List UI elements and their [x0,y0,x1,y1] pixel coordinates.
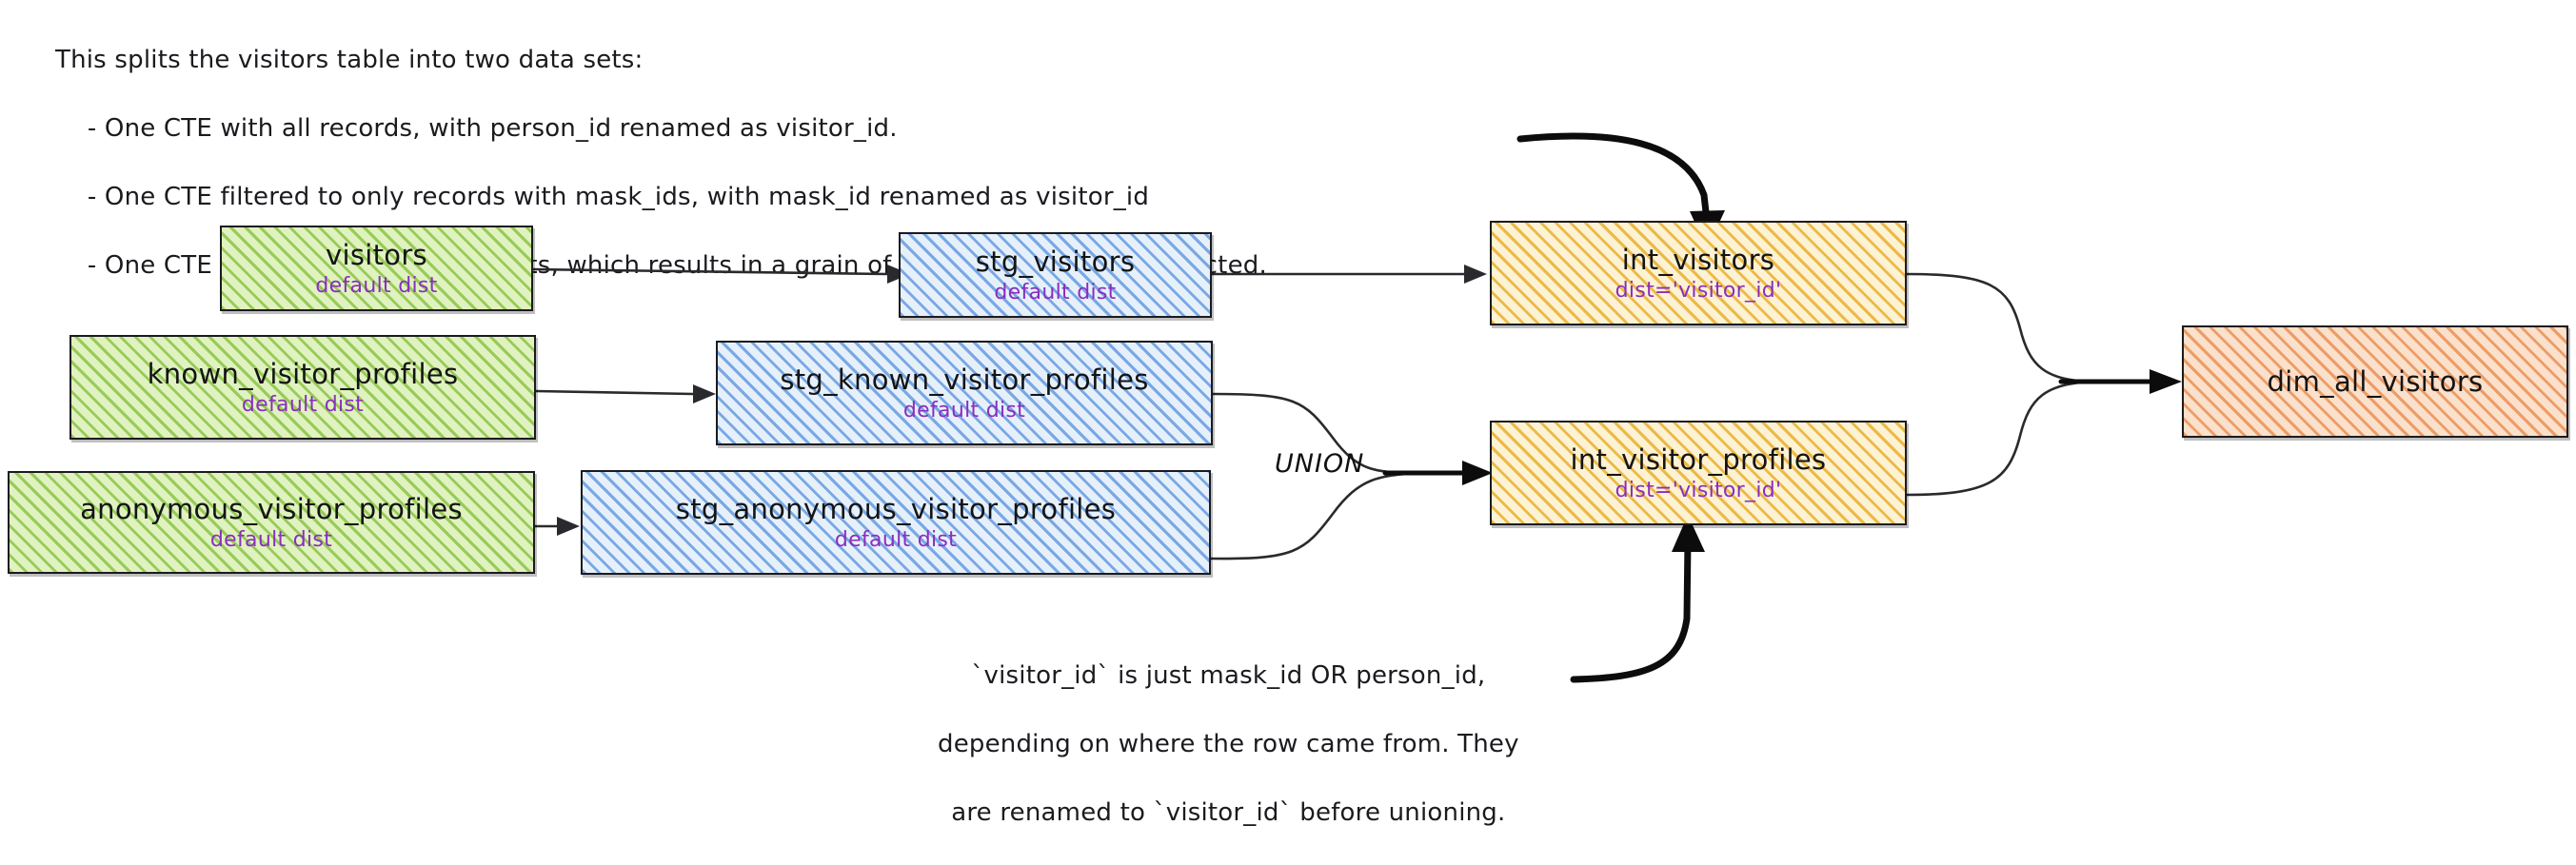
node-int-visitors-sub: dist='visitor_id' [1615,279,1782,303]
node-visitors[interactable]: visitors default dist [220,226,533,311]
node-anonymous-visitor-profiles-title: anonymous_visitor_profiles [80,493,463,525]
diagram-canvas: This splits the visitors table into two … [8,46,2568,827]
node-stg-known-visitor-profiles-title: stg_known_visitor_profiles [780,364,1149,396]
union-label: UNION [1275,449,1365,479]
arrowhead-dim-all-visitors [2150,369,2182,394]
callout-arrow-top [1516,132,1711,225]
node-stg-known-visitor-profiles-sub: default dist [902,399,1026,423]
node-known-visitor-profiles-title: known_visitor_profiles [147,358,459,390]
arrowhead-stg-known [693,384,716,403]
node-stg-visitors-sub: default dist [994,281,1117,305]
bottom-annotation-line-2: depending on where the row came from. Th… [938,730,1519,758]
top-annotation-line-2: - One CTE with all records, with person_… [55,114,898,143]
edge-stg-anonymous-to-union [1209,471,1420,560]
node-int-visitors-title: int_visitors [1621,244,1775,276]
node-anonymous-visitor-profiles[interactable]: anonymous_visitor_profiles default dist [8,471,535,574]
node-stg-visitors-title: stg_visitors [975,246,1136,278]
node-visitors-sub: default dist [315,274,438,298]
top-annotation-line-1: This splits the visitors table into two … [55,46,644,74]
edge-known-to-stg-known [534,389,695,396]
bottom-annotation-line-3: are renamed to `visitor_id` before union… [951,798,1506,827]
node-visitors-title: visitors [326,239,427,271]
arrowhead-int-visitor-profiles [1462,461,1493,485]
edge-int-visitors-to-dim [1905,272,2096,383]
node-int-visitors[interactable]: int_visitors dist='visitor_id' [1490,221,1907,325]
node-stg-anonymous-visitor-profiles[interactable]: stg_anonymous_visitor_profiles default d… [581,470,1211,575]
node-dim-all-visitors-title: dim_all_visitors [2267,365,2484,398]
arrowhead-stg-anonymous [557,517,580,536]
top-annotation-line-3: - One CTE filtered to only records with … [55,183,1150,211]
node-stg-anonymous-visitor-profiles-title: stg_anonymous_visitor_profiles [675,493,1117,525]
node-known-visitor-profiles[interactable]: known_visitor_profiles default dist [69,335,536,440]
node-stg-known-visitor-profiles[interactable]: stg_known_visitor_profiles default dist [716,341,1213,445]
node-int-visitor-profiles[interactable]: int_visitor_profiles dist='visitor_id' [1490,421,1907,525]
node-stg-visitors[interactable]: stg_visitors default dist [899,232,1212,318]
node-dim-all-visitors[interactable]: dim_all_visitors [2182,325,2568,438]
callout-arrow-bottom [1570,537,1692,683]
bottom-annotation-line-1: `visitor_id` is just mask_id OR person_i… [971,661,1486,690]
arrowhead-int-visitors [1464,265,1487,284]
bottom-annotation: `visitor_id` is just mask_id OR person_i… [938,623,1519,865]
edge-int-visitor-profiles-to-dim [1905,380,2096,497]
node-stg-anonymous-visitor-profiles-sub: default dist [834,528,958,552]
node-int-visitor-profiles-sub: dist='visitor_id' [1615,479,1782,502]
node-int-visitor-profiles-title: int_visitor_profiles [1570,443,1827,476]
node-anonymous-visitor-profiles-sub: default dist [209,528,333,552]
node-known-visitor-profiles-sub: default dist [241,393,365,417]
